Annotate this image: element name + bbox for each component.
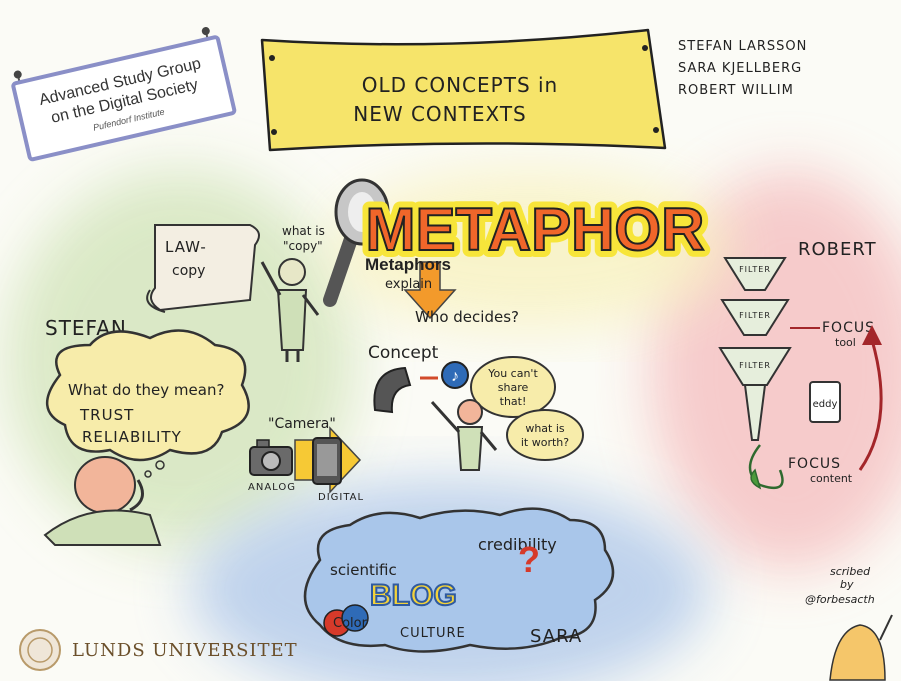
red-arrow-head [862,325,882,345]
digital-label: DIGITAL [318,492,364,503]
metaphor-glow: METAPHOR [366,196,705,263]
focus-tool-2: tool [835,336,856,349]
filter-label-1: FILTER [739,265,771,274]
camera-label: "Camera" [268,416,336,432]
scribe-figure [829,614,893,681]
camera-icon [249,439,293,476]
worth-line-2: it worth? [521,436,569,449]
concept-label: Concept [368,343,439,363]
analog-label: ANALOG [248,482,296,493]
vine-icon [748,444,784,490]
study-group-sign: Advanced Study Group on the Digital Soci… [11,27,237,162]
ebook-label: eddy [813,399,838,410]
question-mark-icon: ? [518,539,540,580]
sara-name: SARA [530,626,582,647]
focus-content-2: content [810,472,853,485]
film-reel-icon [373,366,412,414]
credibility-label: credibility [478,535,557,554]
thought-line-1: What do they mean? [68,381,224,399]
credit-line-2: by [840,578,854,591]
phone-icon [312,437,342,485]
color-circle-blue [341,604,369,632]
thought-cloud: What do they mean? TRUST RELIABILITY [45,329,250,478]
copy-label: copy [172,263,205,279]
red-curved-arrow [858,339,883,471]
thought-line-3: RELIABILITY [82,428,182,446]
author-stefan: STEFAN LARSSON [678,39,807,54]
author-list: STEFAN LARSSON SARA KJELLBERG ROBERT WIL… [678,39,807,98]
leaf-icon [750,468,762,490]
robert-name: ROBERT [798,239,877,260]
magnifier-icon [323,178,390,307]
center-figure [430,399,498,471]
share-line-2: share [498,381,529,394]
metaphor-word: METAPHOR [366,196,705,263]
what-is-copy-1: what is [282,224,325,238]
law-label: LAW- [165,238,207,256]
author-robert: ROBERT WILLIM [678,83,794,98]
speech-bubble-worth: what is it worth? [506,409,584,461]
metaphors-label: Metaphors [365,255,451,274]
filter-label-2: FILTER [739,311,771,320]
explain-label: explain [385,277,432,292]
banner-line-2: NEW CONTEXTS [353,102,527,126]
who-decides-label: Who decides? [415,308,519,326]
law-copy-scroll: LAW- copy [146,224,260,313]
orange-arrow [403,261,457,320]
banner-line-1: OLD CONCEPTS in [362,73,558,97]
share-line-3: that! [500,395,527,408]
scientific-label: scientific [330,561,397,579]
title-banner: OLD CONCEPTS in NEW CONTEXTS [260,28,667,152]
focus-content-1: FOCUS [788,456,841,472]
university-name: LUNDS UNIVERSITET [72,640,298,661]
svg-text:♪: ♪ [451,368,459,385]
credit-line-3: @forbesacth [805,593,875,606]
lund-university-logo: LUNDS UNIVERSITET [19,629,298,671]
focus-tool-1: FOCUS [822,320,875,336]
color-label: Color [333,616,368,631]
university-seal-icon [19,629,61,671]
ebook-icon: eddy [809,381,841,423]
worth-line-1: what is [525,422,565,435]
stefan-figure [260,258,320,362]
music-note-icon: ♪ [441,361,469,389]
what-is-copy-2: "copy" [283,239,323,253]
filter-label-3: FILTER [739,361,771,370]
author-sara: SARA KJELLBERG [678,61,802,76]
thought-line-2: TRUST [79,406,134,424]
speech-bubble-share: You can't share that! [470,356,556,418]
share-line-1: You can't [487,367,538,380]
metaphor-title: METAPHOR METAPHOR [359,189,712,270]
filter-funnels: FILTER FILTER FILTER [718,257,792,441]
thinking-person [43,456,162,546]
blog-label: BLOG [370,579,457,612]
sara-blog-cloud: scientific credibility ? BLOG Color CULT… [303,507,615,653]
credit-line-1: scribed [830,565,871,578]
culture-label: CULTURE [400,626,466,641]
